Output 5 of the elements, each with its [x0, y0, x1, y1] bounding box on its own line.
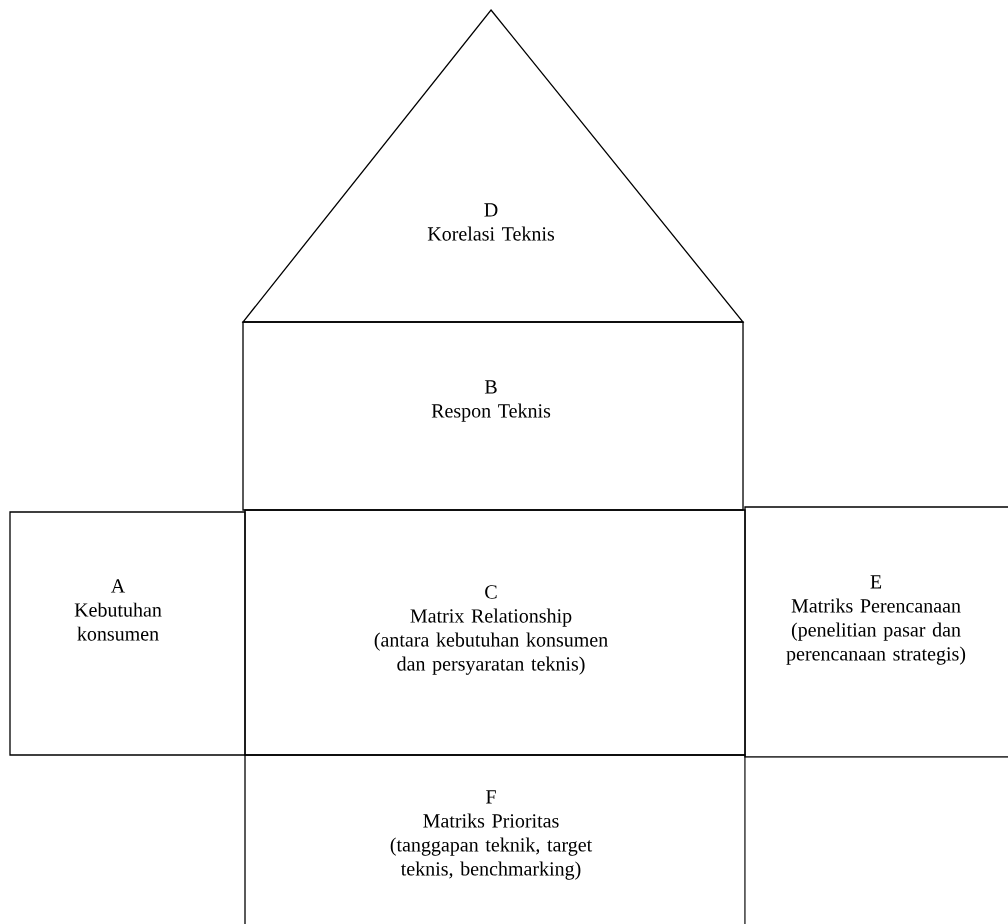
matrix-box: F Matriks Prioritas (tanggapan teknik, target teknis, benchmarking)	[244, 754, 746, 924]
matrix-box: A Kebutuhan konsumen	[9, 511, 246, 756]
matrix-box: C Matrix Relationship (antara kebutuhan konsumen dan persyaratan teknis)	[244, 509, 746, 756]
matrix-box: E Matriks Perencanaan (penelitian pasar dan perencanaan strategis)	[744, 506, 1008, 758]
matrix-box: B Respon Teknis	[242, 321, 744, 511]
